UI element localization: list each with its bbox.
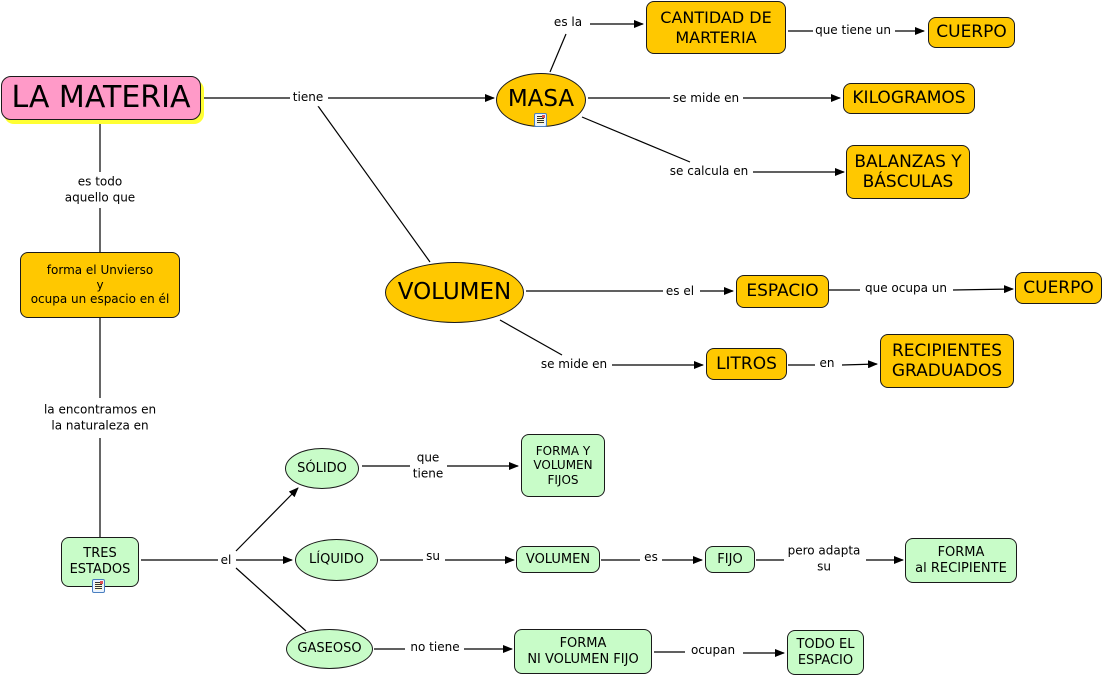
- node-kilogramos[interactable]: KILOGRAMOS: [843, 83, 975, 114]
- arrow: [841, 360, 878, 369]
- node-solido[interactable]: SÓLIDO: [285, 448, 359, 489]
- link-label-que-ocupa-un[interactable]: que ocupa un: [863, 281, 949, 297]
- node-cuerpo-volumen[interactable]: CUERPO: [1015, 272, 1102, 304]
- node-recipientes-graduados[interactable]: RECIPIENTES GRADUADOS: [880, 334, 1014, 388]
- node-gaseoso[interactable]: GASEOSO: [286, 629, 373, 669]
- link-label-pero-adapta-su[interactable]: pero adapta su: [785, 543, 863, 575]
- node-la-materia[interactable]: LA MATERIA: [1, 76, 201, 120]
- line: [581, 116, 691, 163]
- link-label-es[interactable]: es: [642, 550, 660, 566]
- node-forma-al-recipiente[interactable]: FORMA al RECIPIENTE: [905, 538, 1017, 583]
- link-label-la-encontramos[interactable]: la encontramos en la naturaleza en: [41, 402, 159, 434]
- link-label-tiene[interactable]: tiene: [290, 90, 326, 106]
- node-volumen[interactable]: VOLUMEN: [385, 262, 524, 323]
- link-label-se-calcula-en[interactable]: se calcula en: [667, 164, 751, 180]
- link-label-no-tiene[interactable]: no tiene: [408, 640, 462, 656]
- link-label-que-tiene-un[interactable]: que tiene un: [813, 23, 893, 39]
- line: [235, 567, 307, 632]
- link-label-es-la[interactable]: es la: [551, 15, 585, 31]
- node-fijo[interactable]: FIJO: [705, 546, 755, 573]
- line: [317, 105, 431, 263]
- link-label-se-mide-en-volumen[interactable]: se mide en: [538, 357, 610, 373]
- resource-icon[interactable]: [534, 113, 547, 127]
- line: [549, 33, 567, 73]
- link-label-se-mide-en-masa[interactable]: se mide en: [670, 91, 742, 107]
- arrow: [952, 285, 1014, 294]
- resource-icon[interactable]: [92, 579, 105, 593]
- node-forma-volumen-fijos[interactable]: FORMA Y VOLUMEN FIJOS: [521, 434, 605, 497]
- node-cuerpo-masa[interactable]: CUERPO: [928, 17, 1015, 48]
- node-todo-el-espacio[interactable]: TODO EL ESPACIO: [787, 630, 864, 675]
- link-label-ocupan[interactable]: ocupan: [688, 643, 738, 659]
- node-espacio[interactable]: ESPACIO: [736, 275, 829, 308]
- node-forma-el-universo[interactable]: forma el Unvierso y ocupa un espacio en …: [20, 252, 180, 318]
- arrow: [235, 487, 299, 552]
- node-cantidad-de-materia[interactable]: CANTIDAD DE MARTERIA: [646, 1, 786, 54]
- link-label-su[interactable]: su: [424, 549, 442, 565]
- node-litros[interactable]: LITROS: [706, 348, 787, 380]
- node-tres-estados[interactable]: TRES ESTADOS: [61, 537, 139, 587]
- link-label-es-todo-aquello-que[interactable]: es todo aquello que: [62, 174, 138, 206]
- line: [499, 319, 563, 356]
- node-balanzas-basculas[interactable]: BALANZAS Y BÁSCULAS: [846, 145, 970, 199]
- link-label-en[interactable]: en: [817, 356, 837, 372]
- node-volumen-liquido[interactable]: VOLUMEN: [516, 546, 600, 573]
- link-label-es-el[interactable]: es el: [663, 284, 697, 300]
- node-liquido[interactable]: LÍQUIDO: [295, 539, 378, 581]
- link-label-que-tiene[interactable]: que tiene: [410, 450, 446, 482]
- link-label-el[interactable]: el: [218, 553, 234, 569]
- node-forma-ni-volumen-fijo[interactable]: FORMA NI VOLUMEN FIJO: [514, 629, 652, 674]
